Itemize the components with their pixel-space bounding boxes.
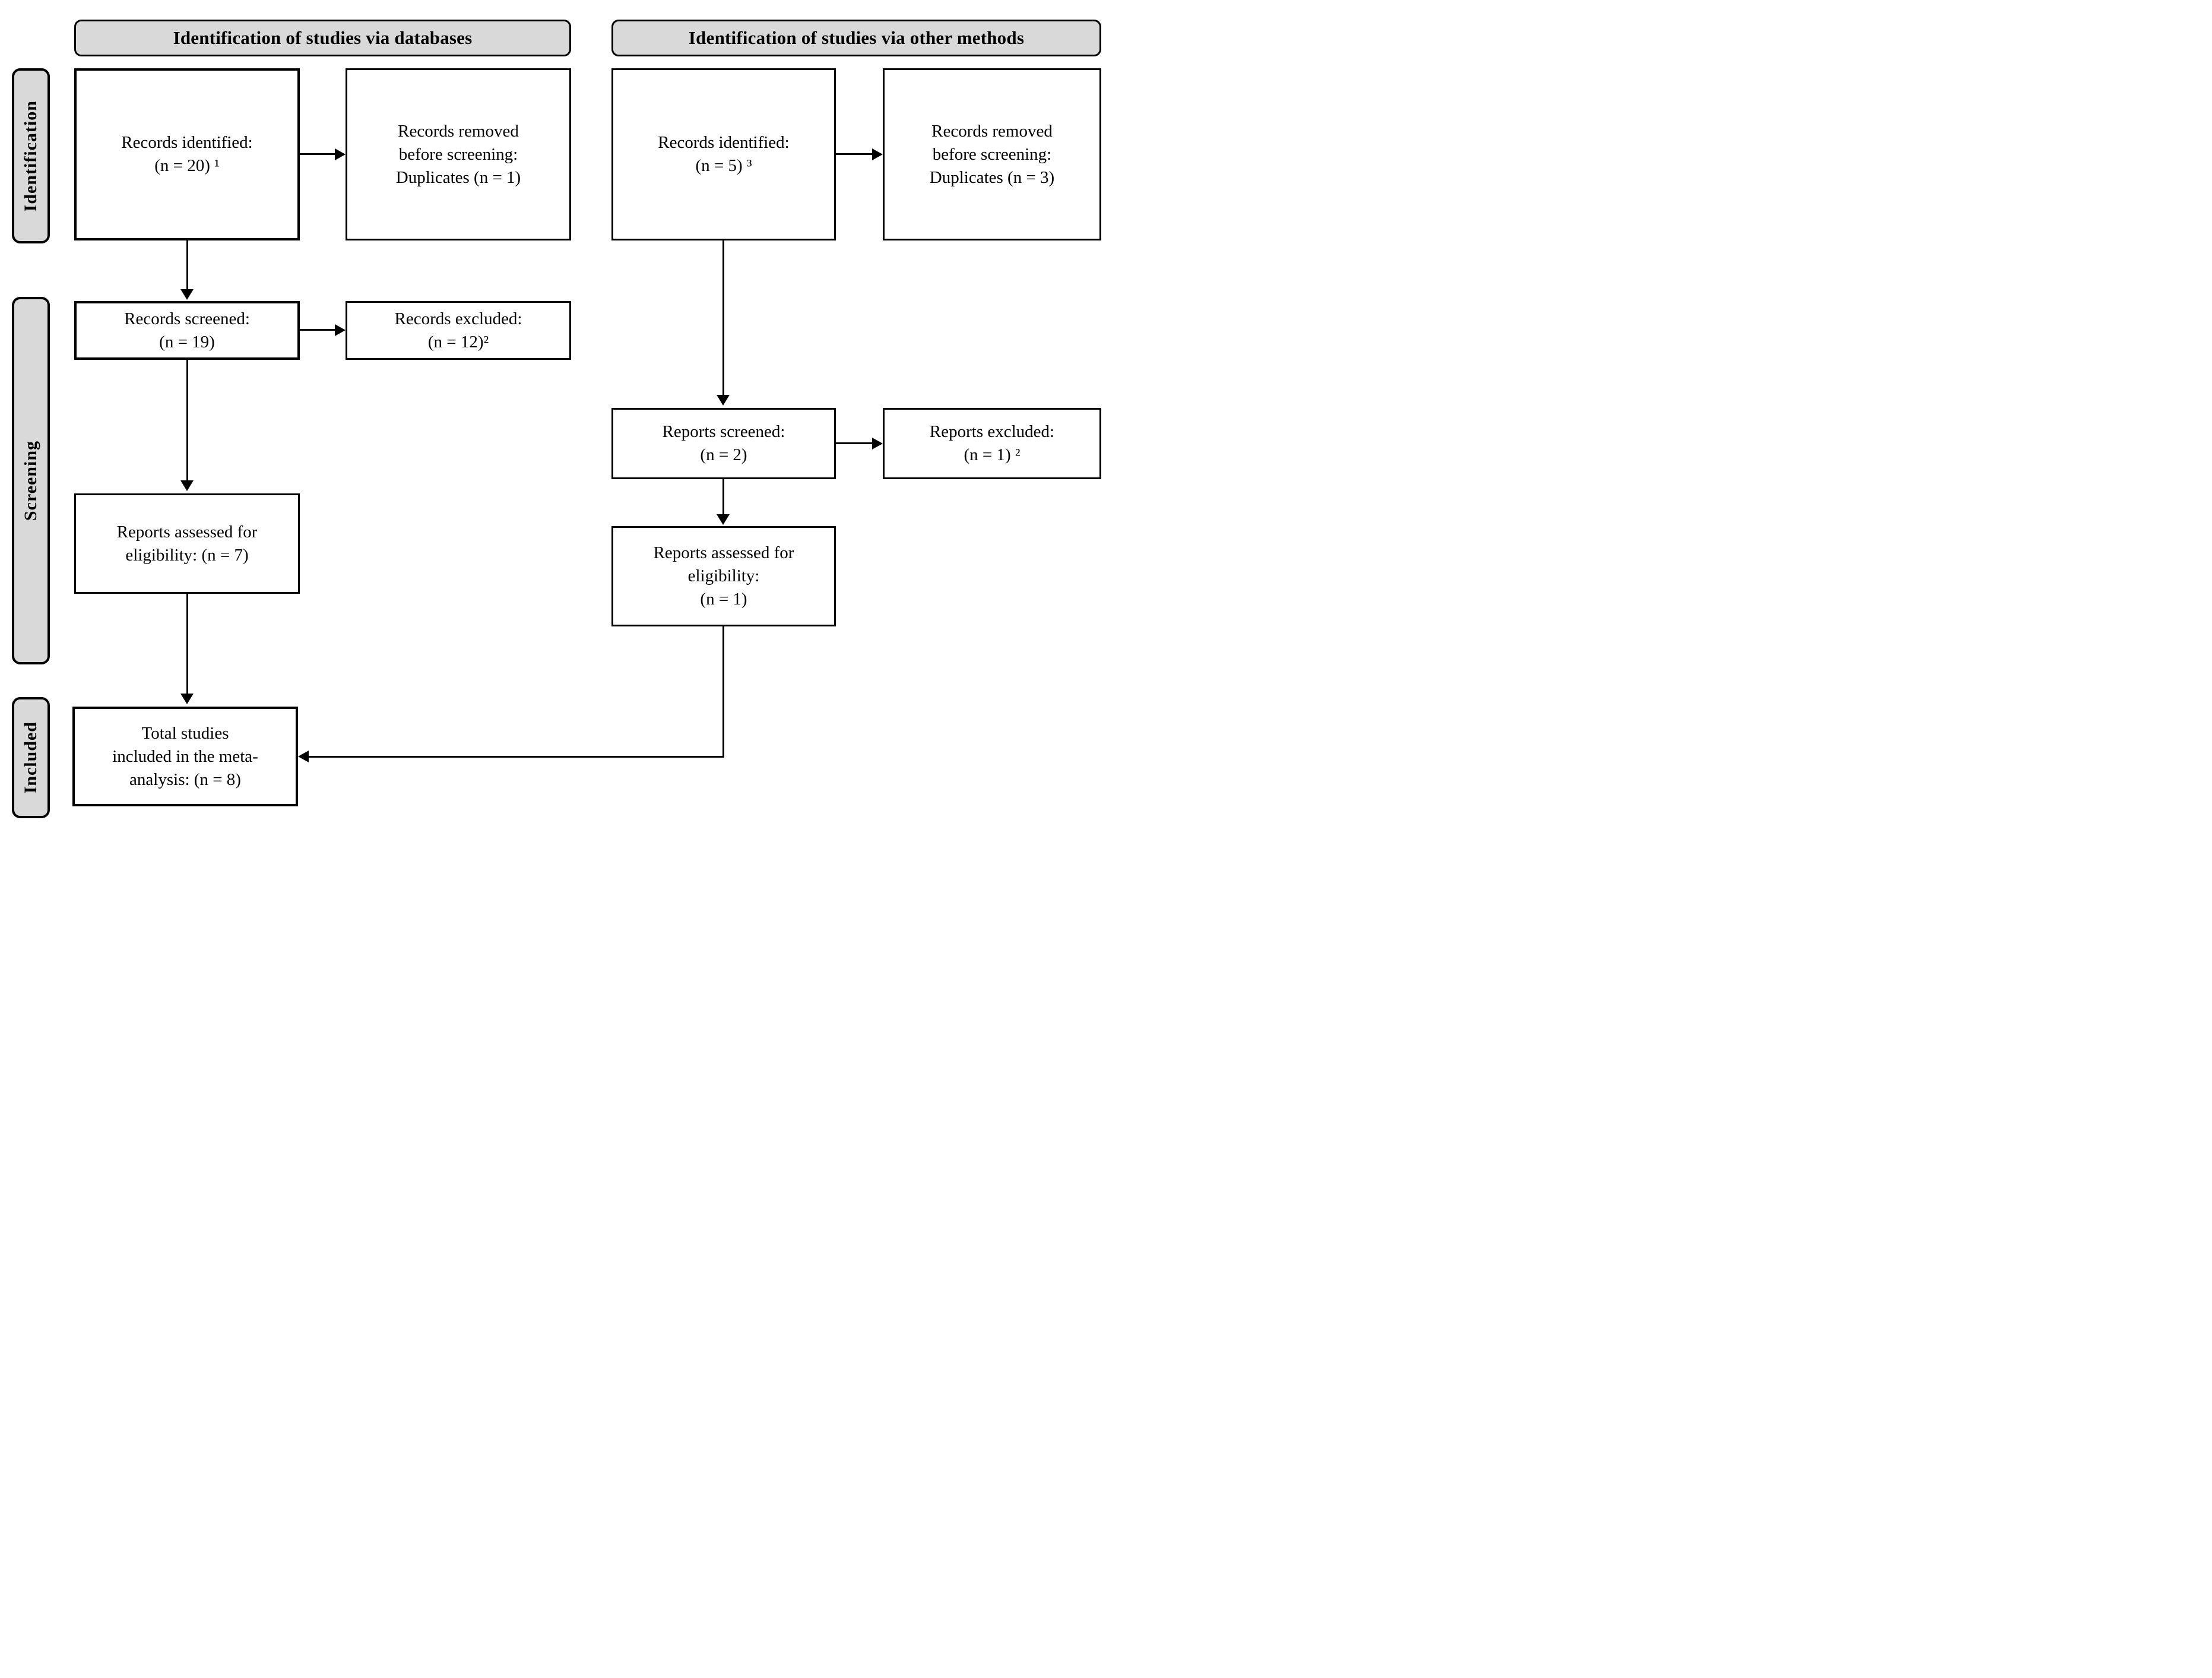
header-other-methods: Identification of studies via other meth… xyxy=(611,20,1101,56)
arrow-line xyxy=(722,479,724,514)
prisma-flow-diagram: Identification of studies via databases … xyxy=(0,0,1106,839)
text-line: eligibility: xyxy=(687,566,760,585)
text-line: Duplicates (n = 1) xyxy=(395,167,521,187)
text-line: (n = 19) xyxy=(159,332,215,352)
text-line: Records removed xyxy=(398,121,519,141)
text-line: (n = 1) ² xyxy=(964,445,1021,464)
arrowhead-down-icon xyxy=(717,514,730,525)
box-reports-excluded: Reports excluded: (n = 1) ² xyxy=(883,408,1101,479)
side-label-identification: Identification xyxy=(12,68,50,243)
arrowhead-down-icon xyxy=(180,289,194,300)
side-label-screening: Screening xyxy=(12,297,50,664)
side-label-included-text: Included xyxy=(21,721,40,794)
header-databases: Identification of studies via databases xyxy=(74,20,571,56)
box-reports-screened: Reports screened: (n = 2) xyxy=(611,408,836,479)
text-line: Records excluded: xyxy=(394,309,522,328)
box-records-identified-other: Records identified: (n = 5) ³ xyxy=(611,68,836,240)
arrow-line xyxy=(186,240,188,290)
arrow-line xyxy=(186,594,188,694)
side-label-included: Included xyxy=(12,697,50,818)
text-line: Records screened: xyxy=(124,309,250,328)
text-line: Reports assessed for xyxy=(653,543,794,562)
arrowhead-right-icon xyxy=(335,324,346,336)
box-reports-assessed-databases: Reports assessed for eligibility: (n = 7… xyxy=(74,493,300,594)
side-label-identification-text: Identification xyxy=(21,100,40,212)
arrowhead-right-icon xyxy=(335,148,346,160)
arrowhead-down-icon xyxy=(717,395,730,406)
box-reports-assessed-other: Reports assessed for eligibility: (n = 1… xyxy=(611,526,836,626)
text-line: eligibility: (n = 7) xyxy=(125,545,249,565)
box-records-removed-databases: Records removed before screening: Duplic… xyxy=(346,68,571,240)
box-records-screened: Records screened: (n = 19) xyxy=(74,301,300,360)
connector-vertical-line xyxy=(722,626,724,757)
text-line: (n = 20) ¹ xyxy=(154,156,220,175)
connector-horizontal-line xyxy=(308,756,724,758)
text-line: included in the meta- xyxy=(112,746,258,766)
arrowhead-down-icon xyxy=(180,694,194,704)
arrow-line xyxy=(722,240,724,395)
text-line: Reports screened: xyxy=(662,422,785,441)
text-line: analysis: (n = 8) xyxy=(129,770,241,789)
text-line: (n = 2) xyxy=(700,445,747,464)
header-databases-label: Identification of studies via databases xyxy=(173,27,473,48)
box-records-excluded: Records excluded: (n = 12)² xyxy=(346,301,571,360)
text-line: before screening: xyxy=(932,144,1052,164)
text-line: Reports excluded: xyxy=(929,422,1055,441)
arrow-line xyxy=(186,360,188,480)
text-line: Duplicates (n = 3) xyxy=(929,167,1055,187)
arrowhead-right-icon xyxy=(872,438,883,449)
arrow-line xyxy=(836,442,873,444)
arrowhead-left-icon xyxy=(298,751,309,762)
text-line: (n = 5) ³ xyxy=(695,156,752,175)
box-records-identified-databases: Records identified: (n = 20) ¹ xyxy=(74,68,300,240)
box-records-removed-other: Records removed before screening: Duplic… xyxy=(883,68,1101,240)
text-line: Records removed xyxy=(931,121,1053,141)
text-line: Records identified: xyxy=(121,133,253,152)
side-label-screening-text: Screening xyxy=(21,440,40,521)
arrow-line xyxy=(300,153,336,155)
text-line: (n = 1) xyxy=(700,590,747,609)
text-line: before screening: xyxy=(398,144,518,164)
header-other-methods-label: Identification of studies via other meth… xyxy=(688,27,1025,48)
box-total-studies-included: Total studies included in the meta- anal… xyxy=(72,707,298,806)
arrowhead-right-icon xyxy=(872,148,883,160)
arrowhead-down-icon xyxy=(180,480,194,491)
arrow-line xyxy=(300,329,336,331)
arrow-line xyxy=(836,153,873,155)
text-line: (n = 12)² xyxy=(427,332,489,352)
text-line: Reports assessed for xyxy=(116,522,258,542)
text-line: Total studies xyxy=(141,723,229,743)
text-line: Records identified: xyxy=(658,133,790,152)
